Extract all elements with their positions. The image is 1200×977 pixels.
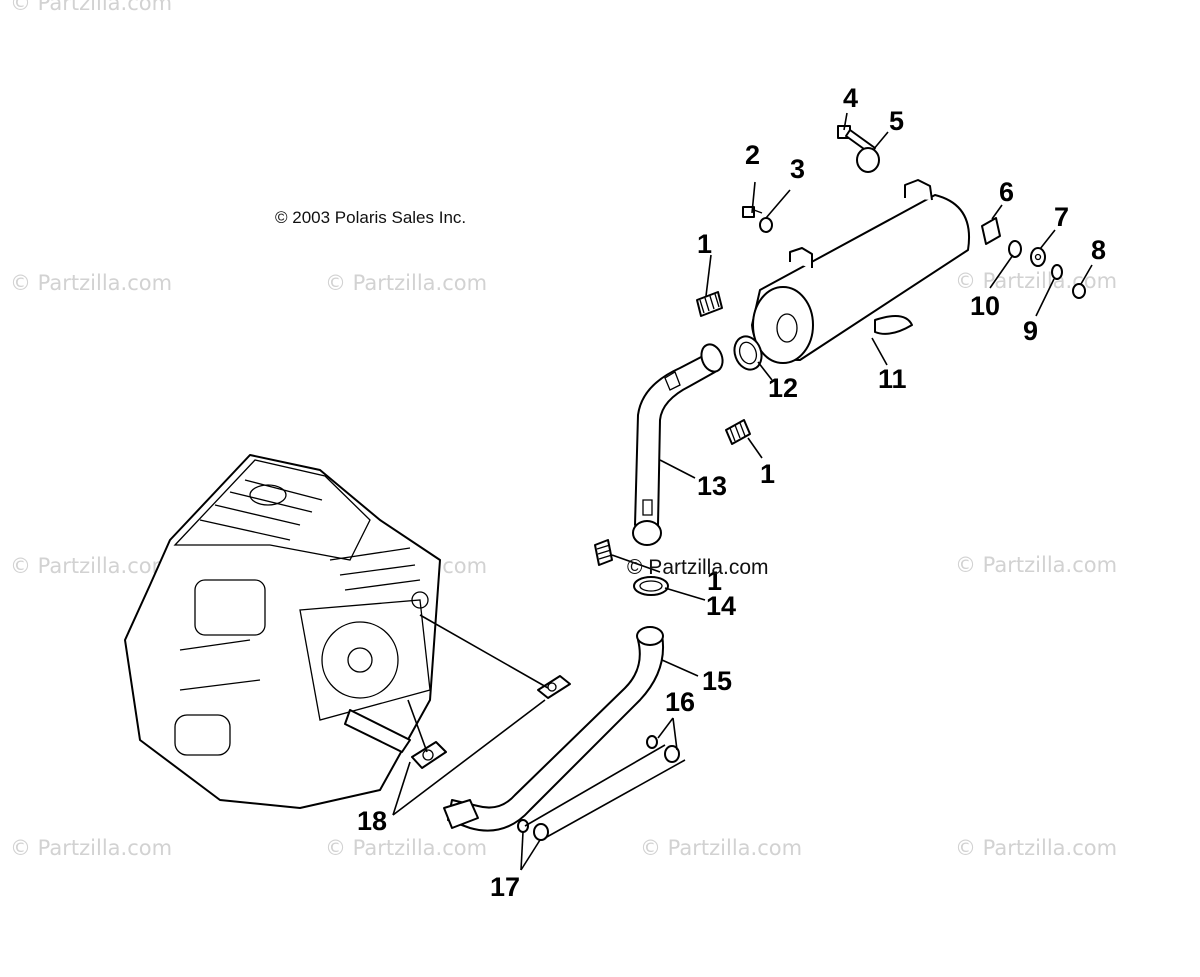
washer-icon: [1008, 240, 1022, 258]
callout-17: 17: [490, 872, 520, 902]
gasket-icon: [411, 741, 447, 769]
watermark: © Partzilla.com: [10, 554, 172, 578]
callout-3: 3: [790, 154, 805, 184]
callout-9: 9: [1023, 316, 1038, 346]
spring-icon: [594, 539, 613, 566]
callout-2: 2: [745, 140, 760, 170]
callout-labels: 1 1 1 2 3 4 5 6 7 8 9 10 11 12 13 14 15 …: [357, 83, 1106, 902]
callout-1: 1: [697, 229, 712, 259]
head-pipe-icon: [632, 343, 724, 546]
washer-icon: [759, 217, 773, 233]
callout-1: 1: [760, 459, 775, 489]
watermark: © Partzilla.com: [955, 553, 1117, 577]
watermark: © Partzilla.com: [955, 269, 1117, 293]
spring-icon: [696, 291, 723, 317]
watermark: © Partzilla.com: [325, 271, 487, 295]
watermark: © Partzilla.com: [640, 836, 802, 860]
callout-4: 4: [843, 83, 858, 113]
leader-lines: [392, 112, 1093, 871]
callout-12: 12: [768, 373, 798, 403]
nut-icon: [664, 745, 680, 763]
callout-11: 11: [878, 364, 907, 394]
callout-7: 7: [1054, 202, 1069, 232]
gasket-icon: [633, 576, 669, 596]
callout-10: 10: [970, 291, 1000, 321]
muffler-icon: [751, 179, 970, 364]
nut-icon: [856, 147, 880, 173]
callout-15: 15: [702, 666, 732, 696]
gasket-icon: [537, 675, 571, 699]
washer-icon: [1030, 247, 1046, 267]
callout-8: 8: [1091, 235, 1106, 265]
callout-13: 13: [697, 471, 727, 501]
spring-icon: [725, 419, 751, 445]
watermark: © Partzilla.com: [10, 271, 172, 295]
engine-icon: [124, 454, 441, 809]
watermark: © Partzilla.com: [10, 0, 172, 15]
watermark: © Partzilla.com: [325, 836, 487, 860]
copyright-text: © 2003 Polaris Sales Inc.: [275, 208, 466, 227]
nut-icon: [1072, 283, 1086, 299]
washer-icon: [1051, 264, 1063, 280]
callout-16: 16: [665, 687, 695, 717]
watermark: © Partzilla.com: [10, 836, 172, 860]
bolt-icon: [981, 217, 1001, 245]
exhaust-pipe-icon: [443, 626, 664, 832]
callout-1: 1: [707, 566, 722, 596]
bolt-icon: [742, 206, 763, 218]
callout-18: 18: [357, 806, 387, 836]
callout-5: 5: [889, 106, 904, 136]
site-stamp: © Partzilla.com: [627, 556, 769, 579]
washer-icon: [646, 735, 658, 749]
gasket-icon: [733, 335, 763, 371]
watermark: © Partzilla.com: [955, 836, 1117, 860]
callout-6: 6: [999, 177, 1014, 207]
callout-14: 14: [706, 591, 736, 621]
nut-icon: [533, 823, 549, 841]
